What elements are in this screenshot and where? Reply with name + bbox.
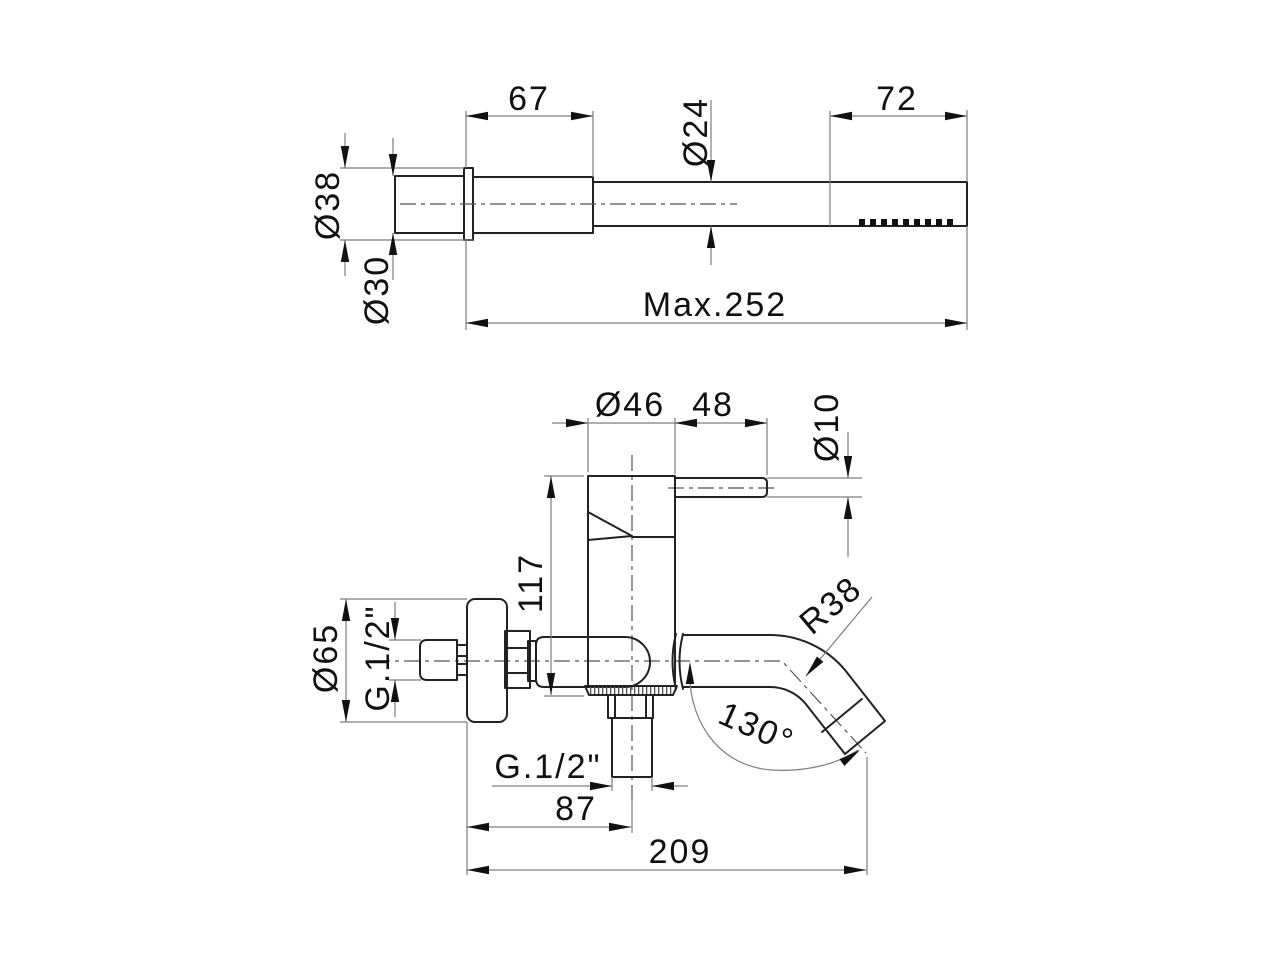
dim-label-total-reach: 209 [649, 833, 712, 871]
lever-rod [674, 477, 768, 498]
dim-label-wall-thread: G.1/2" [359, 604, 397, 711]
thread-step-bottom [456, 663, 468, 676]
hand-shower-view: 67 72 Ø24 Ø38 Ø30 Max.252 [309, 80, 968, 330]
dim-label-outlet-thread: G.1/2" [494, 748, 601, 786]
dim-label-lever-reach: 48 [692, 386, 734, 424]
wall-thread [419, 639, 458, 681]
dim-label-spout-angle: 130° [713, 695, 800, 762]
wall-hex-nut [504, 630, 531, 689]
thread-step-top [456, 644, 468, 657]
wall-escutcheon [466, 598, 508, 723]
dim-label-body-height: 117 [512, 553, 550, 613]
spout-ring [821, 698, 863, 733]
dim-label-outlet-offset: 87 [555, 790, 597, 828]
dim-label-cone-dia: Ø30 [358, 255, 396, 325]
spout [682, 634, 886, 755]
dim-label-flange-dia: Ø38 [309, 170, 347, 240]
shower-handle [472, 176, 594, 234]
connection-barrel [535, 636, 651, 688]
dim-label-handle-length: 67 [508, 80, 550, 118]
dim-label-max-length: Max.252 [643, 286, 787, 324]
outlet-tube [611, 717, 653, 778]
dim-label-spout-radius: R38 [793, 569, 870, 642]
spout-transition [671, 633, 684, 690]
centerline [374, 455, 867, 800]
outlet-hex-nipple [607, 694, 654, 719]
mixer-view: Ø46 48 Ø10 117 Ø65 G.1/2" R38 130° G.1/2… [307, 386, 886, 875]
dim-label-head-length: 72 [876, 80, 918, 118]
lever-skirt [587, 511, 676, 541]
dim-label-lever-dia: Ø10 [808, 392, 846, 462]
spray-nozzles [859, 219, 953, 226]
dim-label-wand-dia: Ø24 [677, 97, 715, 167]
dim-label-escutcheon-dia: Ø65 [307, 623, 345, 693]
dim-label-body-dia: Ø46 [595, 386, 665, 424]
angle-arc [689, 663, 859, 771]
bottom-plate [584, 685, 678, 696]
